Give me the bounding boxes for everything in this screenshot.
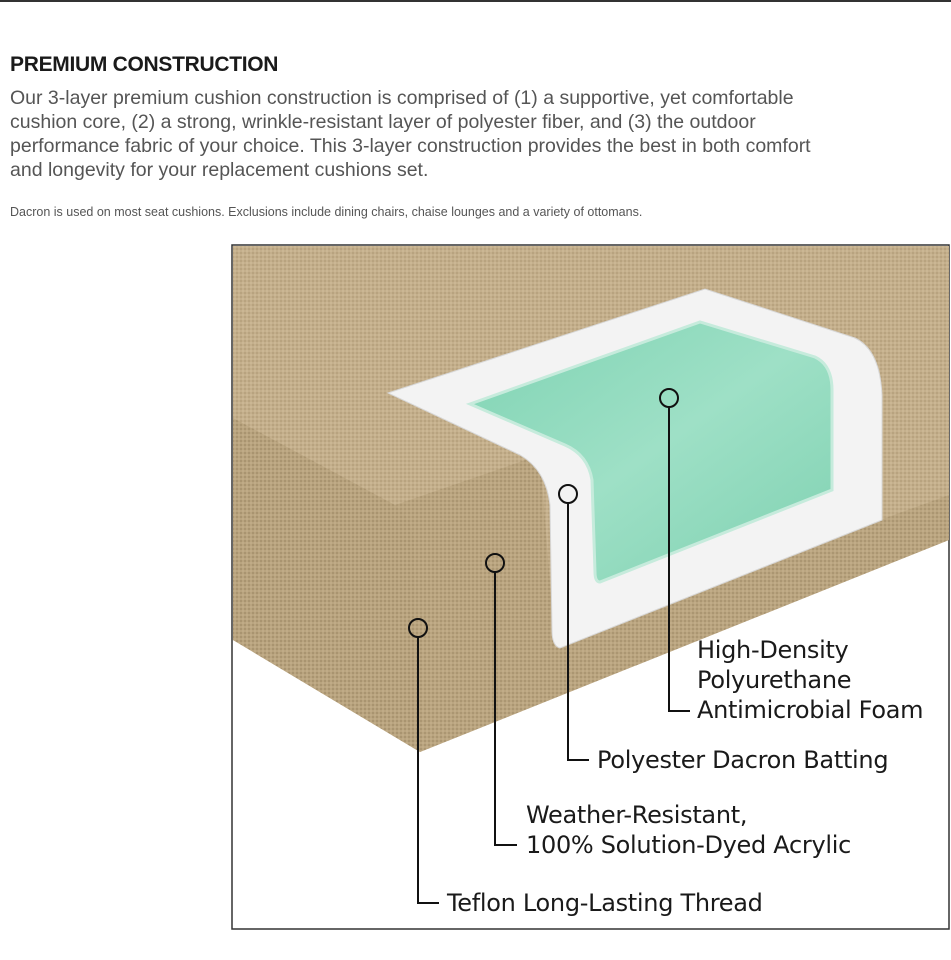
foam-leader-line bbox=[668, 407, 690, 712]
fabric-front-face bbox=[233, 418, 420, 752]
top-divider bbox=[0, 0, 951, 2]
foam-label-line: Antimicrobial Foam bbox=[697, 696, 924, 724]
fabric-leader-line bbox=[494, 572, 517, 846]
cushion-illustration bbox=[231, 244, 950, 930]
foam-label-line: Polyurethane bbox=[697, 666, 852, 694]
dacron-note: Dacron is used on most seat cushions. Ex… bbox=[10, 205, 643, 219]
section-heading: PREMIUM CONSTRUCTION bbox=[10, 53, 279, 76]
batting-leader-line bbox=[567, 503, 589, 761]
intro-paragraph: Our 3-layer premium cushion construction… bbox=[10, 87, 811, 181]
foam-label-line: High-Density bbox=[697, 636, 849, 664]
batting-label: Polyester Dacron Batting bbox=[597, 746, 889, 774]
thread-leader-line bbox=[417, 637, 439, 904]
foam-label: High-Density Polyurethane Antimicrobial … bbox=[697, 635, 924, 725]
foam-core bbox=[465, 320, 834, 584]
fabric-label: Weather-Resistant, 100% Solution-Dyed Ac… bbox=[526, 800, 851, 860]
fabric-label-line: Weather-Resistant, bbox=[526, 801, 748, 829]
cushion-construction-diagram: High-Density Polyurethane Antimicrobial … bbox=[231, 244, 950, 930]
thread-label: Teflon Long-Lasting Thread bbox=[447, 889, 763, 917]
fabric-label-line: 100% Solution-Dyed Acrylic bbox=[526, 831, 851, 859]
